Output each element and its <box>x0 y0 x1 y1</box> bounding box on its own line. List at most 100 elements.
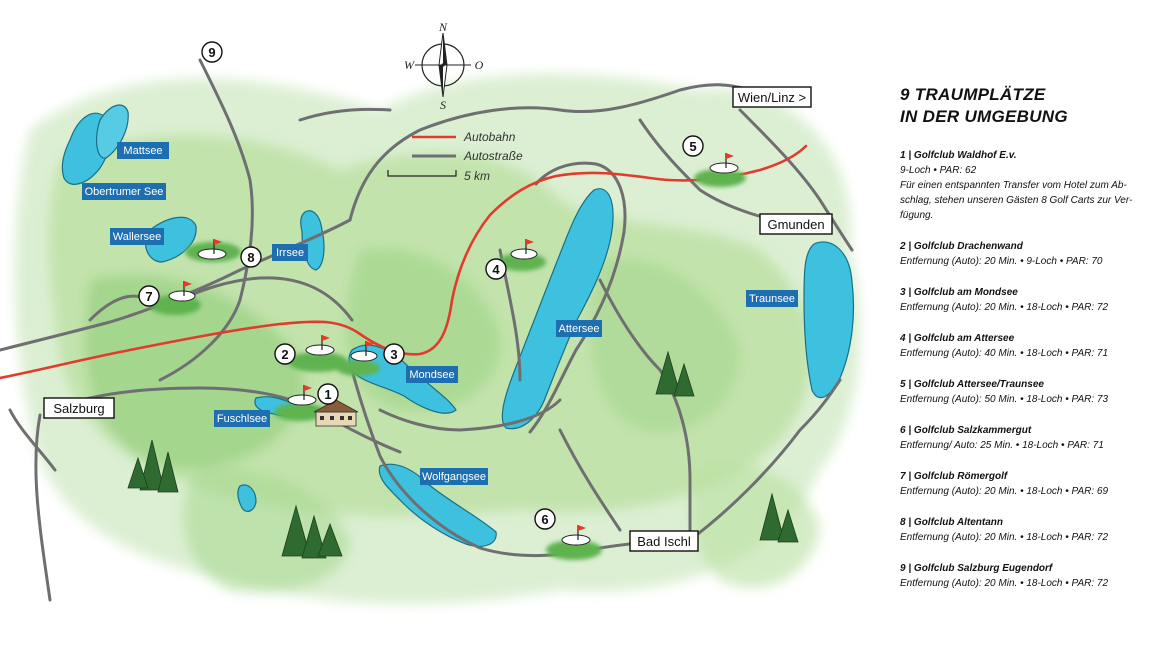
club-number: 3 | <box>900 287 912 298</box>
club-name: Golfclub Drachenwand <box>913 241 1023 252</box>
club-number: 5 | <box>900 379 912 390</box>
label-irrsee: Irrsee <box>272 244 308 261</box>
label-mondsee: Mondsee <box>406 366 458 383</box>
golf-flag-7-icon <box>168 281 196 302</box>
club-name: Golfclub Salzburg Eugendorf <box>913 563 1053 574</box>
club-title: 3 | Golfclub am Mondsee <box>900 285 1162 300</box>
marker-8: 8 <box>240 246 262 268</box>
club-number: 1 | <box>900 150 912 161</box>
golf-flag-6-icon <box>561 525 591 546</box>
club-name: Golfclub Salzkammergut <box>913 425 1032 436</box>
svg-text:Obertrumer See: Obertrumer See <box>85 186 164 198</box>
marker-4: 4 <box>485 258 507 280</box>
club-number: 8 | <box>900 517 912 528</box>
golf-flag-5-icon <box>709 153 739 174</box>
lakes <box>61 104 855 547</box>
club-detail: Für einen entspannten Transfer vom Hotel… <box>900 180 1127 191</box>
club-title: 2 | Golfclub Drachenwand <box>900 239 1162 254</box>
marker-9: 9 <box>201 41 223 63</box>
svg-text:W: W <box>404 58 415 72</box>
svg-text:3: 3 <box>390 347 397 362</box>
town-bad-ischl: Bad Ischl <box>629 530 699 552</box>
panel-title: 9 Traumplätze in der Umgebung <box>900 84 1162 128</box>
club-detail: schlag, stehen unseren Gästen 8 Golf Car… <box>900 195 1133 206</box>
label-traunsee: Traunsee <box>746 290 798 307</box>
legend-scale-bar <box>387 170 457 177</box>
svg-text:Fuschlsee: Fuschlsee <box>217 413 267 425</box>
town-labels: Salzburg Wien/Linz > Gmunden Bad Ischl <box>43 86 833 552</box>
club-detail: Entfernung (Auto): 20 Min. • 18-Loch • P… <box>900 486 1109 497</box>
svg-text:5 km: 5 km <box>464 169 490 183</box>
svg-text:1: 1 <box>324 387 331 402</box>
lake-obertrumer <box>96 104 129 159</box>
club-detail: 9-Loch • PAR: 62 <box>900 165 977 176</box>
club-number: 7 | <box>900 471 912 482</box>
marker-2: 2 <box>274 343 296 365</box>
label-wolfgangsee: Wolfgangsee <box>420 468 488 485</box>
golf-flag-8-icon <box>197 239 227 260</box>
club-name: Golfclub Attersee/Traunsee <box>913 379 1044 390</box>
club-number: 4 | <box>900 333 912 344</box>
label-fuschlsee: Fuschlsee <box>214 410 270 427</box>
svg-text:4: 4 <box>492 262 500 277</box>
club-entry: 1 | Golfclub Waldhof E.v. 9-Loch • PAR: 6… <box>900 148 1162 223</box>
club-detail: Entfernung (Auto): 50 Min. • 18-Loch • P… <box>900 394 1109 405</box>
label-obertrumer: Obertrumer See <box>82 183 166 200</box>
svg-text:Traunsee: Traunsee <box>749 293 795 305</box>
golf-flags <box>168 153 739 546</box>
lake-traunsee <box>803 241 855 399</box>
club-number: 9 | <box>900 563 912 574</box>
golf-flag-3-icon <box>350 341 378 362</box>
club-name: Golfclub Römergolf <box>913 471 1008 482</box>
club-detail: Entfernung (Auto): 20 Min. • 9-Loch • PA… <box>900 256 1103 267</box>
panel-title-line-1: 9 Traumplätze <box>900 85 1046 104</box>
panel-title-line-2: in der Umgebung <box>900 107 1068 126</box>
svg-text:Gmunden: Gmunden <box>767 217 824 232</box>
compass-rose-icon: N S W O <box>404 20 484 112</box>
golf-flag-1-icon <box>287 385 317 406</box>
hotel-icon <box>313 399 359 427</box>
club-name: Golfclub Waldhof E.v. <box>913 150 1017 161</box>
svg-text:2: 2 <box>281 347 288 362</box>
club-detail: Entfernung (Auto): 20 Min. • 18-Loch • P… <box>900 532 1109 543</box>
svg-text:Bad Ischl: Bad Ischl <box>637 534 691 549</box>
town-wien-linz: Wien/Linz > <box>732 86 812 108</box>
club-detail: Entfernung (Auto): 20 Min. • 18-Loch • P… <box>900 578 1109 589</box>
svg-text:Wolfgangsee: Wolfgangsee <box>422 471 486 483</box>
region-map: Mattsee Obertrumer See Wallersee Irrsee … <box>0 20 860 604</box>
autobahn-route <box>0 144 808 380</box>
svg-text:Wallersee: Wallersee <box>113 231 162 243</box>
golf-clubs-panel: 9 Traumplätze in der Umgebung 1 | Golfcl… <box>900 84 1162 607</box>
town-salzburg: Salzburg <box>43 397 115 419</box>
svg-text:Autostraße: Autostraße <box>463 149 523 163</box>
marker-1: 1 <box>317 383 339 405</box>
svg-text:N: N <box>438 20 448 34</box>
lake-small <box>237 484 257 512</box>
club-detail: fügung. <box>900 210 934 221</box>
marker-3: 3 <box>383 343 405 365</box>
marker-7: 7 <box>138 285 160 307</box>
golf-flag-4-icon <box>510 239 538 260</box>
marker-5: 5 <box>682 135 704 157</box>
club-title: 8 | Golfclub Altentann <box>900 515 1162 530</box>
svg-text:5: 5 <box>689 139 696 154</box>
club-number: 6 | <box>900 425 912 436</box>
club-list: 1 | Golfclub Waldhof E.v. 9-Loch • PAR: 6… <box>900 148 1162 591</box>
svg-text:6: 6 <box>541 512 548 527</box>
svg-text:Irrsee: Irrsee <box>276 247 304 259</box>
club-markers: 1 2 3 4 5 6 7 8 9 <box>138 41 704 530</box>
club-title: 5 | Golfclub Attersee/Traunsee <box>900 377 1162 392</box>
club-title: 6 | Golfclub Salzkammergut <box>900 423 1162 438</box>
club-title: 9 | Golfclub Salzburg Eugendorf <box>900 561 1162 576</box>
club-title: 1 | Golfclub Waldhof E.v. <box>900 148 1162 163</box>
lake-labels: Mattsee Obertrumer See Wallersee Irrsee … <box>82 142 798 485</box>
forest-trees <box>127 350 799 559</box>
